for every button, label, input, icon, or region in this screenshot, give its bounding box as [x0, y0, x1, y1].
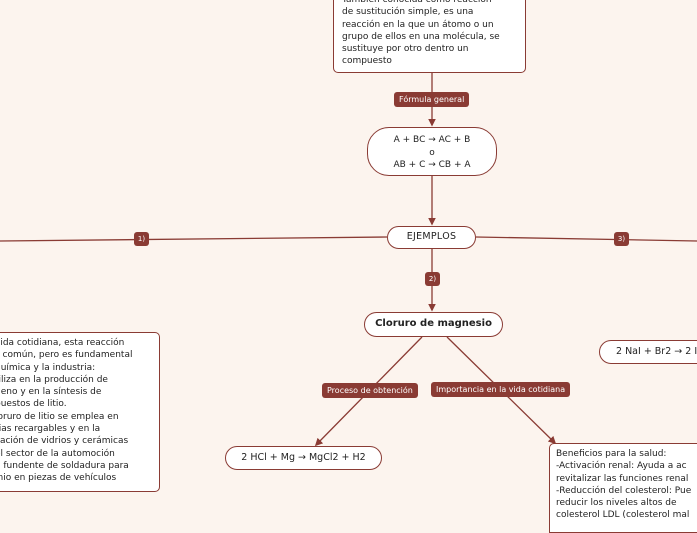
daily-importance-label: Importancia en la vida cotidiana: [431, 382, 571, 397]
obtaining-process-label: Proceso de obtención: [322, 383, 418, 398]
health-benefits-box: Beneficios para la salud: -Activación re…: [549, 443, 697, 533]
examples-node[interactable]: EJEMPLOS: [387, 226, 476, 249]
general-formula-label: Fórmula general: [394, 92, 470, 107]
magnesium-chloride-node[interactable]: Cloruro de magnesio: [364, 312, 503, 337]
daily-life-text-box: vida cotidiana, esta reacción s común, p…: [0, 332, 160, 492]
badge-2: 2): [425, 272, 440, 286]
badge-1: 1): [134, 232, 149, 246]
formula-node[interactable]: A + BC → AC + B o AB + C → CB + A: [367, 127, 497, 176]
reaction-nai-node[interactable]: 2 NaI + Br2 → 2 I: [599, 340, 697, 364]
definition-box: También conocida como reacción de sustit…: [333, 0, 526, 73]
reaction-mg-node[interactable]: 2 HCl + Mg → MgCl2 + H2: [225, 446, 382, 470]
badge-3: 3): [614, 232, 629, 246]
